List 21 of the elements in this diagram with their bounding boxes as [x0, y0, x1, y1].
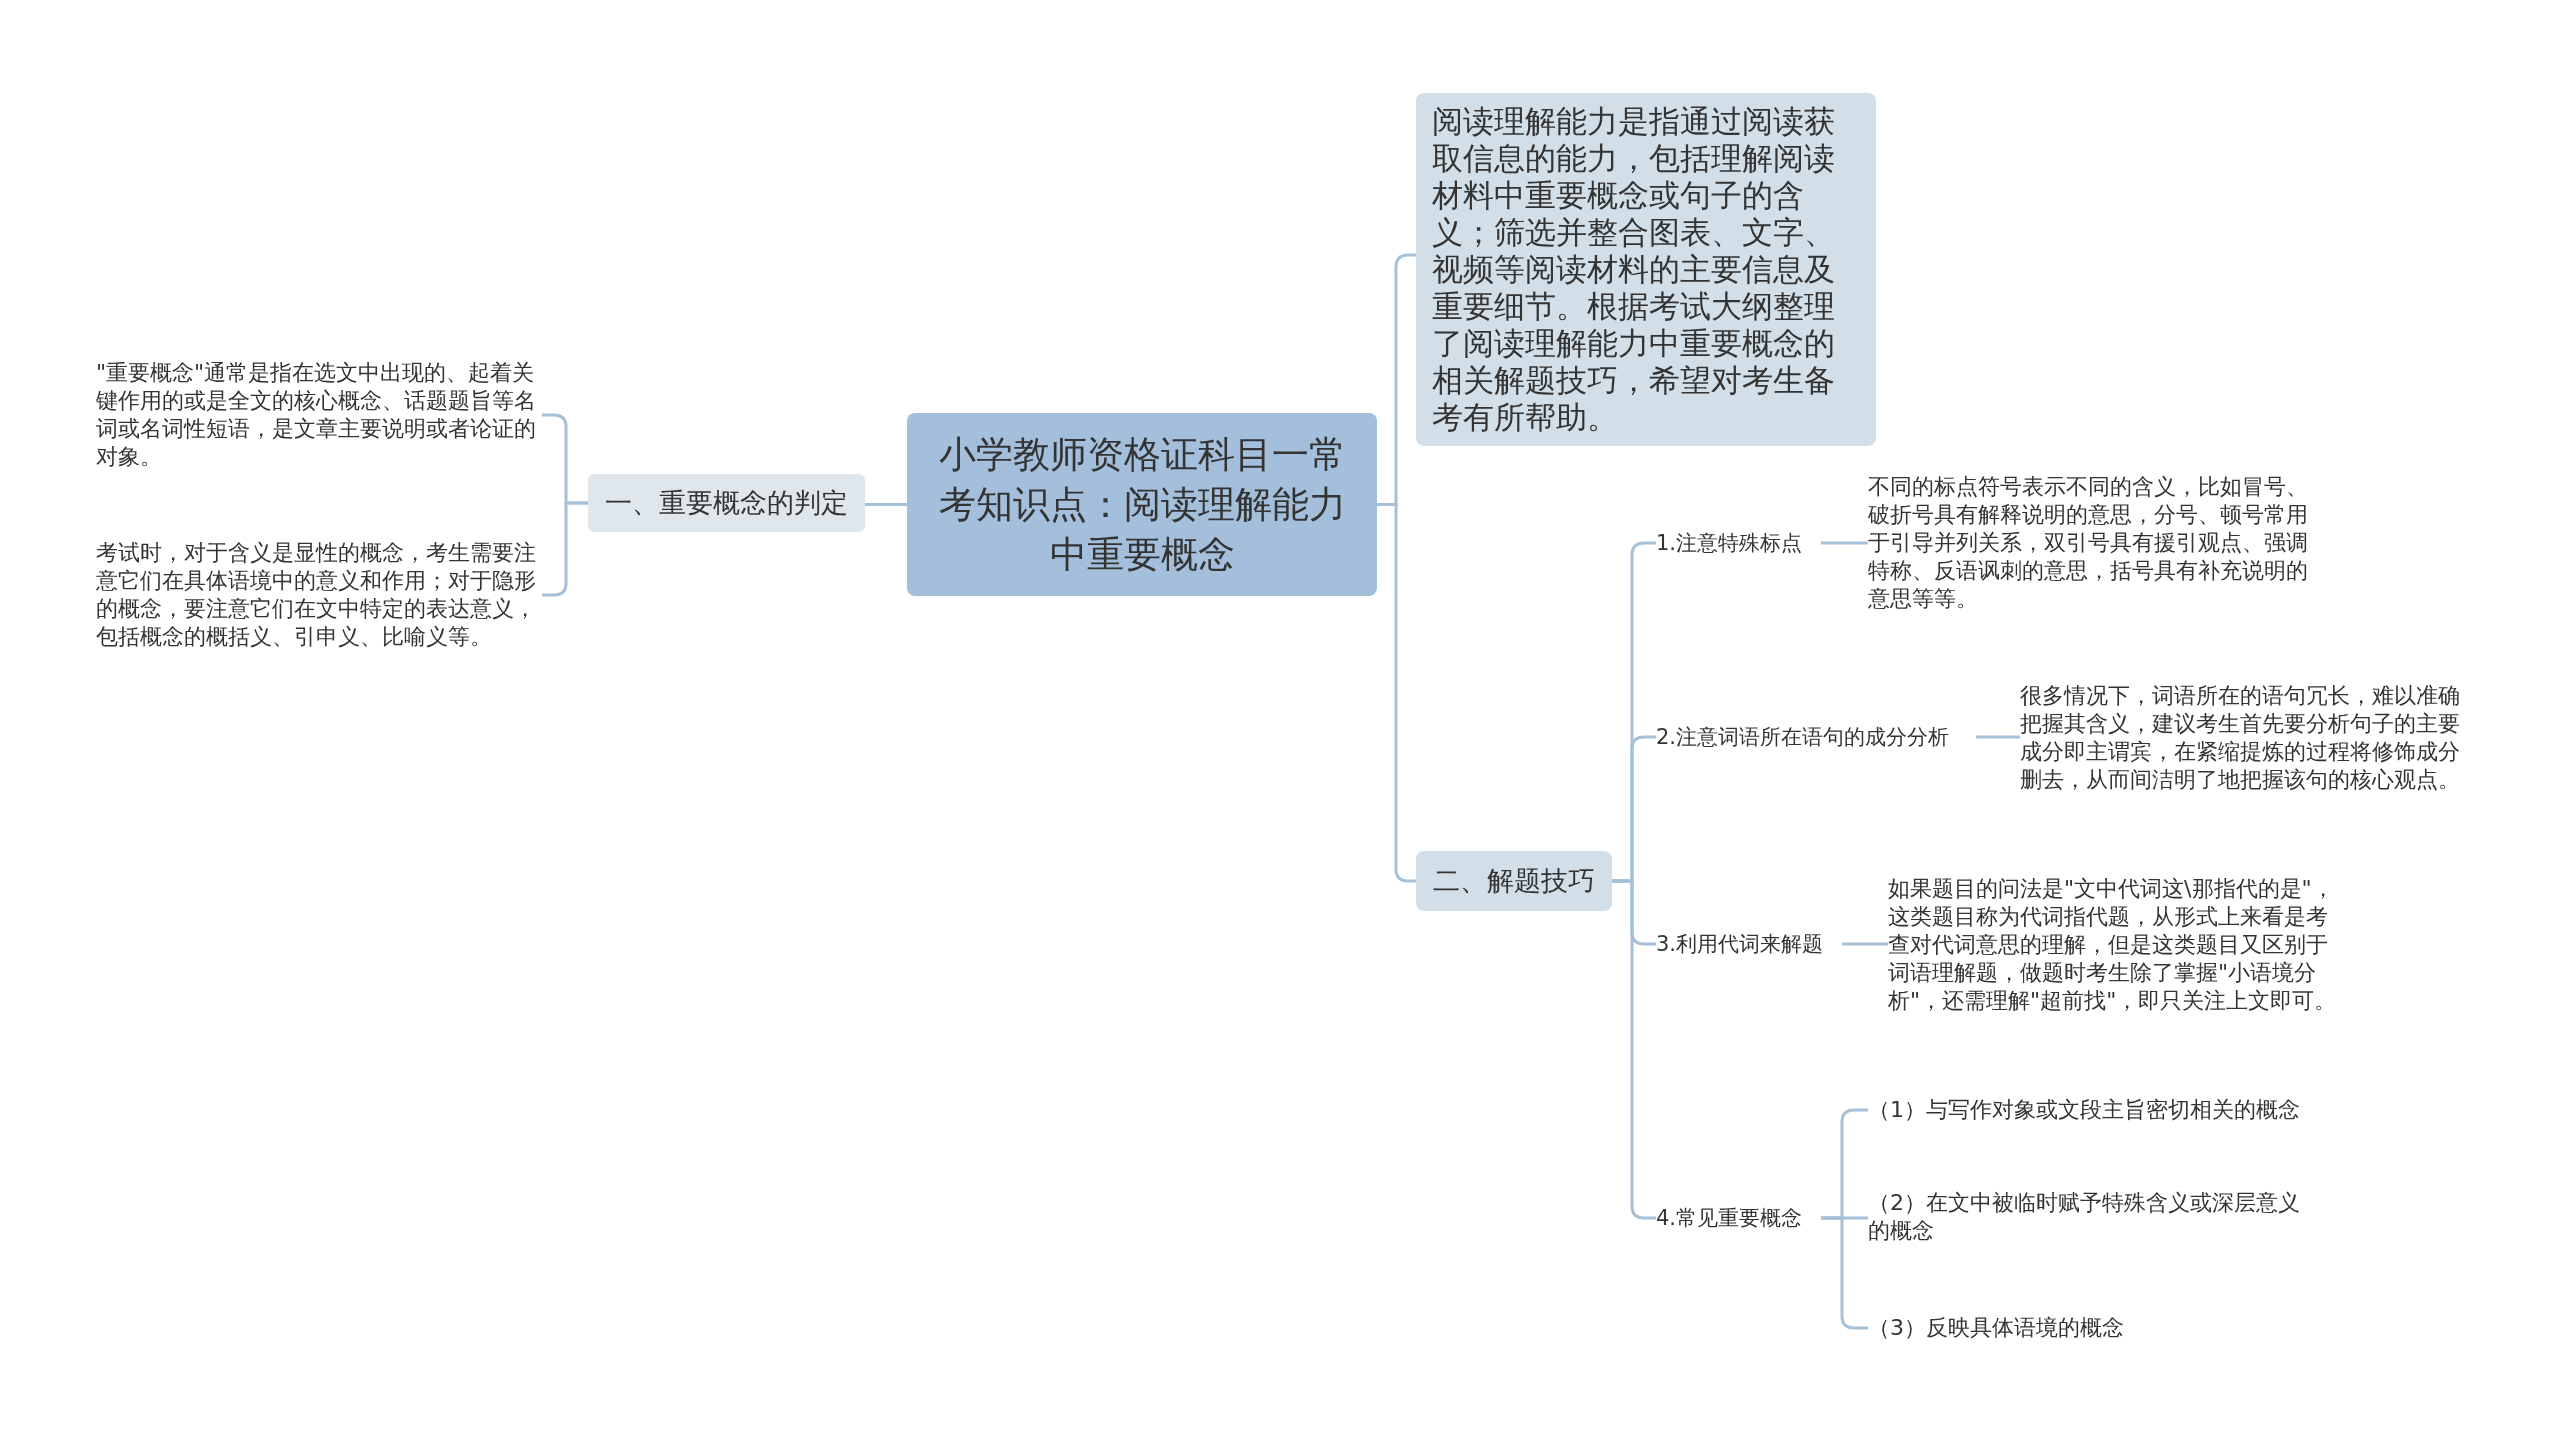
- note-text: 考试时，对于含义是显性的概念，考生需要注意它们在具体语境中的意义和作用；对于隐形的概念，要注意它们在文中特定的表达意义，包括概念的概括义、引申义、比喻义等。: [96, 535, 542, 655]
- central-topic-box: 小学教师资格证科目一常考知识点：阅读理解能力中重要概念: [907, 413, 1377, 596]
- topic-box: 二、解题技巧: [1416, 851, 1612, 911]
- subtopic-label: 2.注意词语所在语句的成分分析: [1656, 719, 1976, 755]
- item-text: （2）在文中被临时赋予特殊含义或深层意义的概念: [1868, 1186, 2318, 1248]
- note-text: "重要概念"通常是指在选文中出现的、起着关键作用的或是全文的核心概念、话题题旨等名词或名词性短语，是文章主要说明或者论证的对象。: [96, 355, 542, 475]
- item-text: （3）反映具体语境的概念: [1868, 1310, 2318, 1346]
- item-text: （1）与写作对象或文段主旨密切相关的概念: [1868, 1092, 2318, 1128]
- connector-line: [1842, 942, 1888, 946]
- connector-line: [865, 503, 907, 506]
- note-text: 很多情况下，词语所在的语句冗长，难以准确把握其含义，建议考生首先要分析句子的主要成分即主谓宾，在紧缩提炼的过程将修饰成分删去，从而间洁明了地把握该句的核心观点。: [2020, 680, 2470, 796]
- note-text: 不同的标点符号表示不同的含义，比如冒号、破折号具有解释说明的意思，分号、顿号常用于引导并列关系，双引号具有援引观点、强调特称、反语讽刺的意思，括号具有补充说明的意思等等。: [1868, 470, 2318, 616]
- connector-line: [1976, 735, 2020, 739]
- connector-line: [1821, 541, 1868, 545]
- subtopic-label: 3.利用代词来解题: [1656, 926, 1842, 962]
- connector-line: [1377, 503, 1416, 883]
- note-text: 如果题目的问法是"文中代词这\那指代的是"，这类题目称为代词指代题，从形式上来看是考查对代词意思的理解，但是这类题目又区别于词语理解题，做题时考生除了掌握"小语境分析"，还需理解"超前找"，即只关注上文即可。: [1888, 860, 2338, 1030]
- subtopic-label: 4.常见重要概念: [1656, 1200, 1821, 1236]
- description-box: 阅读理解能力是指通过阅读获取信息的能力，包括理解阅读材料中重要概念或句子的含义；筛选并整合图表、文字、视频等阅读材料的主要信息及重要细节。根据考试大纲整理了阅读理解能力中重要概念的相关解题技巧，希望对考生备考有所帮助。: [1416, 93, 1876, 446]
- subtopic-label: 1.注意特殊标点: [1656, 525, 1821, 561]
- topic-box: 一、重要概念的判定: [588, 474, 865, 532]
